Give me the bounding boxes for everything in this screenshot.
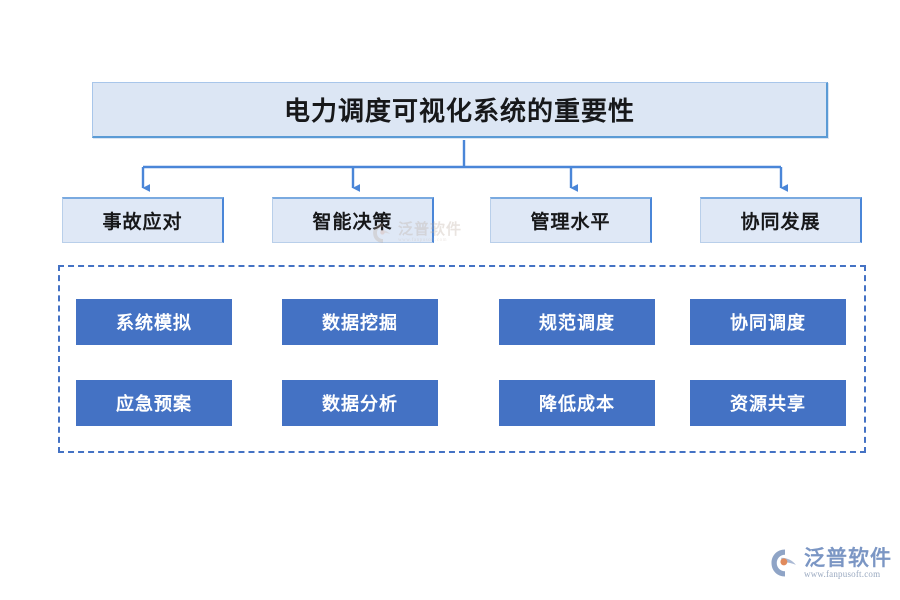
leaf-label-r2c1: 应急预案 <box>116 394 192 414</box>
leaf-box-r1c3: 规范调度 <box>499 299 655 345</box>
leaf-label-r1c2: 数据挖掘 <box>322 313 398 333</box>
branch-label-4: 协同发展 <box>740 212 821 233</box>
leaf-box-r1c4: 协同调度 <box>690 299 846 345</box>
fanpu-logo-icon <box>771 549 796 577</box>
leaf-box-r2c1: 应急预案 <box>76 380 232 426</box>
fanpu-logo: 泛普软件 www.fanpusoft.com <box>770 540 892 586</box>
page-title: 电力调度可视化系统的重要性 <box>283 97 635 126</box>
logo-url: www.fanpusoft.com <box>804 568 881 579</box>
leaf-label-r2c4: 资源共享 <box>730 394 806 414</box>
logo-name: 泛普软件 <box>804 545 892 570</box>
leaf-label-r1c4: 协同调度 <box>730 313 806 333</box>
leaf-label-r2c3: 降低成本 <box>539 394 615 414</box>
leaf-label-r2c2: 数据分析 <box>322 394 398 414</box>
branch-label-2: 智能决策 <box>312 212 393 233</box>
branch-box-1: 事故应对 <box>62 197 224 243</box>
dashed-group-frame <box>58 265 866 453</box>
leaf-box-r1c2: 数据挖掘 <box>282 299 438 345</box>
leaf-box-r2c3: 降低成本 <box>499 380 655 426</box>
leaf-label-r1c3: 规范调度 <box>539 313 615 333</box>
leaf-box-r1c1: 系统模拟 <box>76 299 232 345</box>
branch-box-2: 智能决策 <box>272 197 434 243</box>
branch-box-4: 协同发展 <box>700 197 862 243</box>
leaf-box-r2c4: 资源共享 <box>690 380 846 426</box>
leaf-label-r1c1: 系统模拟 <box>116 313 192 333</box>
branch-label-1: 事故应对 <box>102 212 183 233</box>
branch-label-3: 管理水平 <box>530 212 611 233</box>
leaf-box-r2c2: 数据分析 <box>282 380 438 426</box>
diagram-title-box: 电力调度可视化系统的重要性 <box>92 82 828 138</box>
branch-box-3: 管理水平 <box>490 197 652 243</box>
